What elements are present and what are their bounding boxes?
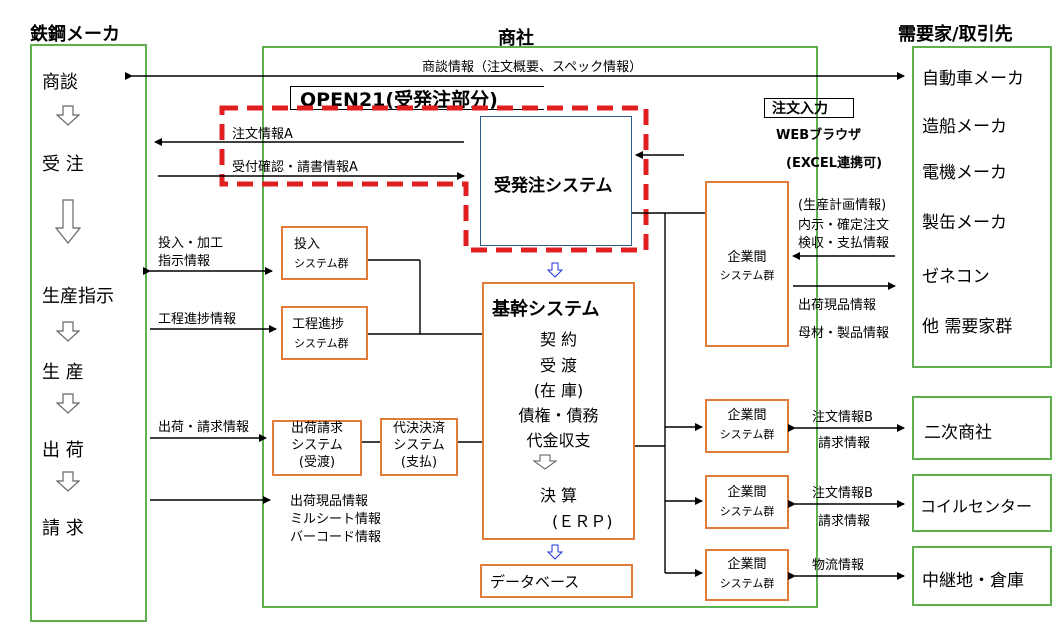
open21-title-frame <box>290 86 544 110</box>
order-system-label: 受発注システム <box>494 176 613 196</box>
down-arrow-icon <box>55 471 81 492</box>
shipping-system-label-1: システム <box>291 438 343 453</box>
down-arrow-icon <box>55 321 81 342</box>
input-system-label-0: 投入 <box>294 237 321 252</box>
customer-3: 製缶メーカ <box>922 213 1007 233</box>
inter-system-2-label-1: システム群 <box>719 428 775 441</box>
customer-in-label-1: 内示・確定注文 <box>798 218 890 233</box>
steel-maker-header: 鉄鋼メーカ <box>30 24 120 45</box>
partner-box-0 <box>912 396 1052 460</box>
progress-flow-label: 工程進捗情報 <box>158 312 237 327</box>
settle-system-label-2: (支払) <box>400 455 438 470</box>
inter-system-3-label-0: 企業間 <box>727 485 767 500</box>
settle-system-label-0: 代決決済 <box>392 421 445 436</box>
core-item-0: 契 約 <box>539 330 578 349</box>
trading-company-header: 商社 <box>498 28 534 49</box>
partner-0: 二次商社 <box>924 423 992 443</box>
inter-system-box-1 <box>705 181 789 347</box>
ship-bill-label: 出荷・請求情報 <box>158 420 250 435</box>
steel-flow-5: 請 求 <box>42 518 84 539</box>
steel-flow-2: 生産指示 <box>42 286 114 307</box>
inter-system-3-label-1: システム群 <box>719 505 775 518</box>
down-arrow-icon <box>546 262 564 278</box>
accept-a-label: 受付確認・請書情報A <box>232 160 358 175</box>
partner-2: 中継地・倉庫 <box>922 571 1024 591</box>
partner1-label-0: 注文情報B <box>812 410 873 425</box>
customer-4: ゼネコン <box>922 267 990 287</box>
down-arrow-icon <box>546 544 564 560</box>
excel-label: (EXCEL連携可) <box>786 156 883 171</box>
core-system-box <box>482 282 635 540</box>
database-box <box>480 564 633 598</box>
ship-info-label-2: バーコード情報 <box>290 530 382 545</box>
partner3-label: 物流情報 <box>812 558 865 573</box>
down-arrow-icon <box>54 199 82 244</box>
core-system-title: 基幹システム <box>492 299 600 320</box>
down-arrow-icon <box>55 393 81 414</box>
steel-flow-3: 生 産 <box>42 362 84 383</box>
customer-2: 電機メーカ <box>922 163 1007 183</box>
steel-maker-box <box>30 44 147 622</box>
shipping-system-label-0: 出荷請求 <box>290 421 343 436</box>
web-input-frame <box>764 98 854 118</box>
customer-in-label-2: 検収・支払情報 <box>798 236 890 251</box>
inter-system-box-4 <box>705 549 789 601</box>
core-erp: (ＥＲＰ) <box>552 512 613 531</box>
order-a-label: 注文情報A <box>232 127 293 142</box>
core-item-4: 代金収支 <box>526 431 591 450</box>
inter-system-2-label-0: 企業間 <box>727 408 767 423</box>
ship-info-label-1: ミルシート情報 <box>290 512 382 527</box>
customer-1: 造船メーカ <box>922 117 1007 137</box>
partner-1: コイルセンター <box>920 497 1033 516</box>
trading-company-box <box>262 46 818 608</box>
progress-system-box <box>281 306 368 360</box>
down-arrow-icon <box>532 454 558 470</box>
core-item-3: 債権・債務 <box>518 406 599 425</box>
progress-system-label-0: 工程進捗 <box>292 317 345 332</box>
order-system-box <box>480 116 632 246</box>
partner2-label-1: 請求情報 <box>818 514 871 529</box>
core-item-2: (在 庫) <box>533 381 584 400</box>
customer-out-label-0: 出荷現品情報 <box>798 298 877 313</box>
steel-flow-0: 商談 <box>42 72 78 93</box>
core-item-1: 受 渡 <box>539 356 578 375</box>
web-input-title: 注文入力 <box>772 101 828 117</box>
input-system-box <box>281 226 368 280</box>
input-instr-label-1: 指示情報 <box>158 254 211 269</box>
negotiation-flow-label: 商談情報（注文概要、スペック情報） <box>422 60 643 75</box>
input-instr-label-0: 投入・加工 <box>158 236 224 251</box>
open21-dashed-outline <box>219 105 649 253</box>
steel-flow-4: 出 荷 <box>42 440 84 461</box>
shipping-system-box <box>272 420 362 476</box>
inter-system-4-label-1: システム群 <box>719 577 775 590</box>
down-arrow-icon <box>55 105 81 126</box>
customer-0: 自動車メーカ <box>922 69 1024 89</box>
core-settle: 決 算 <box>539 486 578 505</box>
ship-info-label-0: 出荷現品情報 <box>290 494 369 509</box>
inter-system-4-label-0: 企業間 <box>727 557 767 572</box>
customer-in-label-0: (生産計画情報) <box>798 198 887 213</box>
shipping-system-label-2: (受渡) <box>298 455 336 470</box>
web-browser-label: WEBブラウザ <box>776 128 862 143</box>
settle-system-box <box>380 418 458 476</box>
steel-flow-1: 受 注 <box>42 154 84 175</box>
customer-out-label-1: 母材・製品情報 <box>798 326 890 341</box>
partner2-label-0: 注文情報B <box>812 486 873 501</box>
customers-box <box>912 46 1052 368</box>
database-label: データベース <box>490 573 580 591</box>
input-system-label-1: システム群 <box>294 257 349 270</box>
settle-system-label-1: システム <box>393 438 445 453</box>
demand-header: 需要家/取引先 <box>898 24 1013 45</box>
partner-box-1 <box>912 474 1052 532</box>
inter-system-1-label-0: 企業間 <box>727 250 767 265</box>
partner-box-2 <box>912 546 1052 606</box>
customer-5: 他 需要家群 <box>922 317 1013 337</box>
partner1-label-1: 請求情報 <box>818 436 871 451</box>
inter-system-1-label-1: システム群 <box>719 269 775 282</box>
progress-system-label-1: システム群 <box>294 337 349 350</box>
